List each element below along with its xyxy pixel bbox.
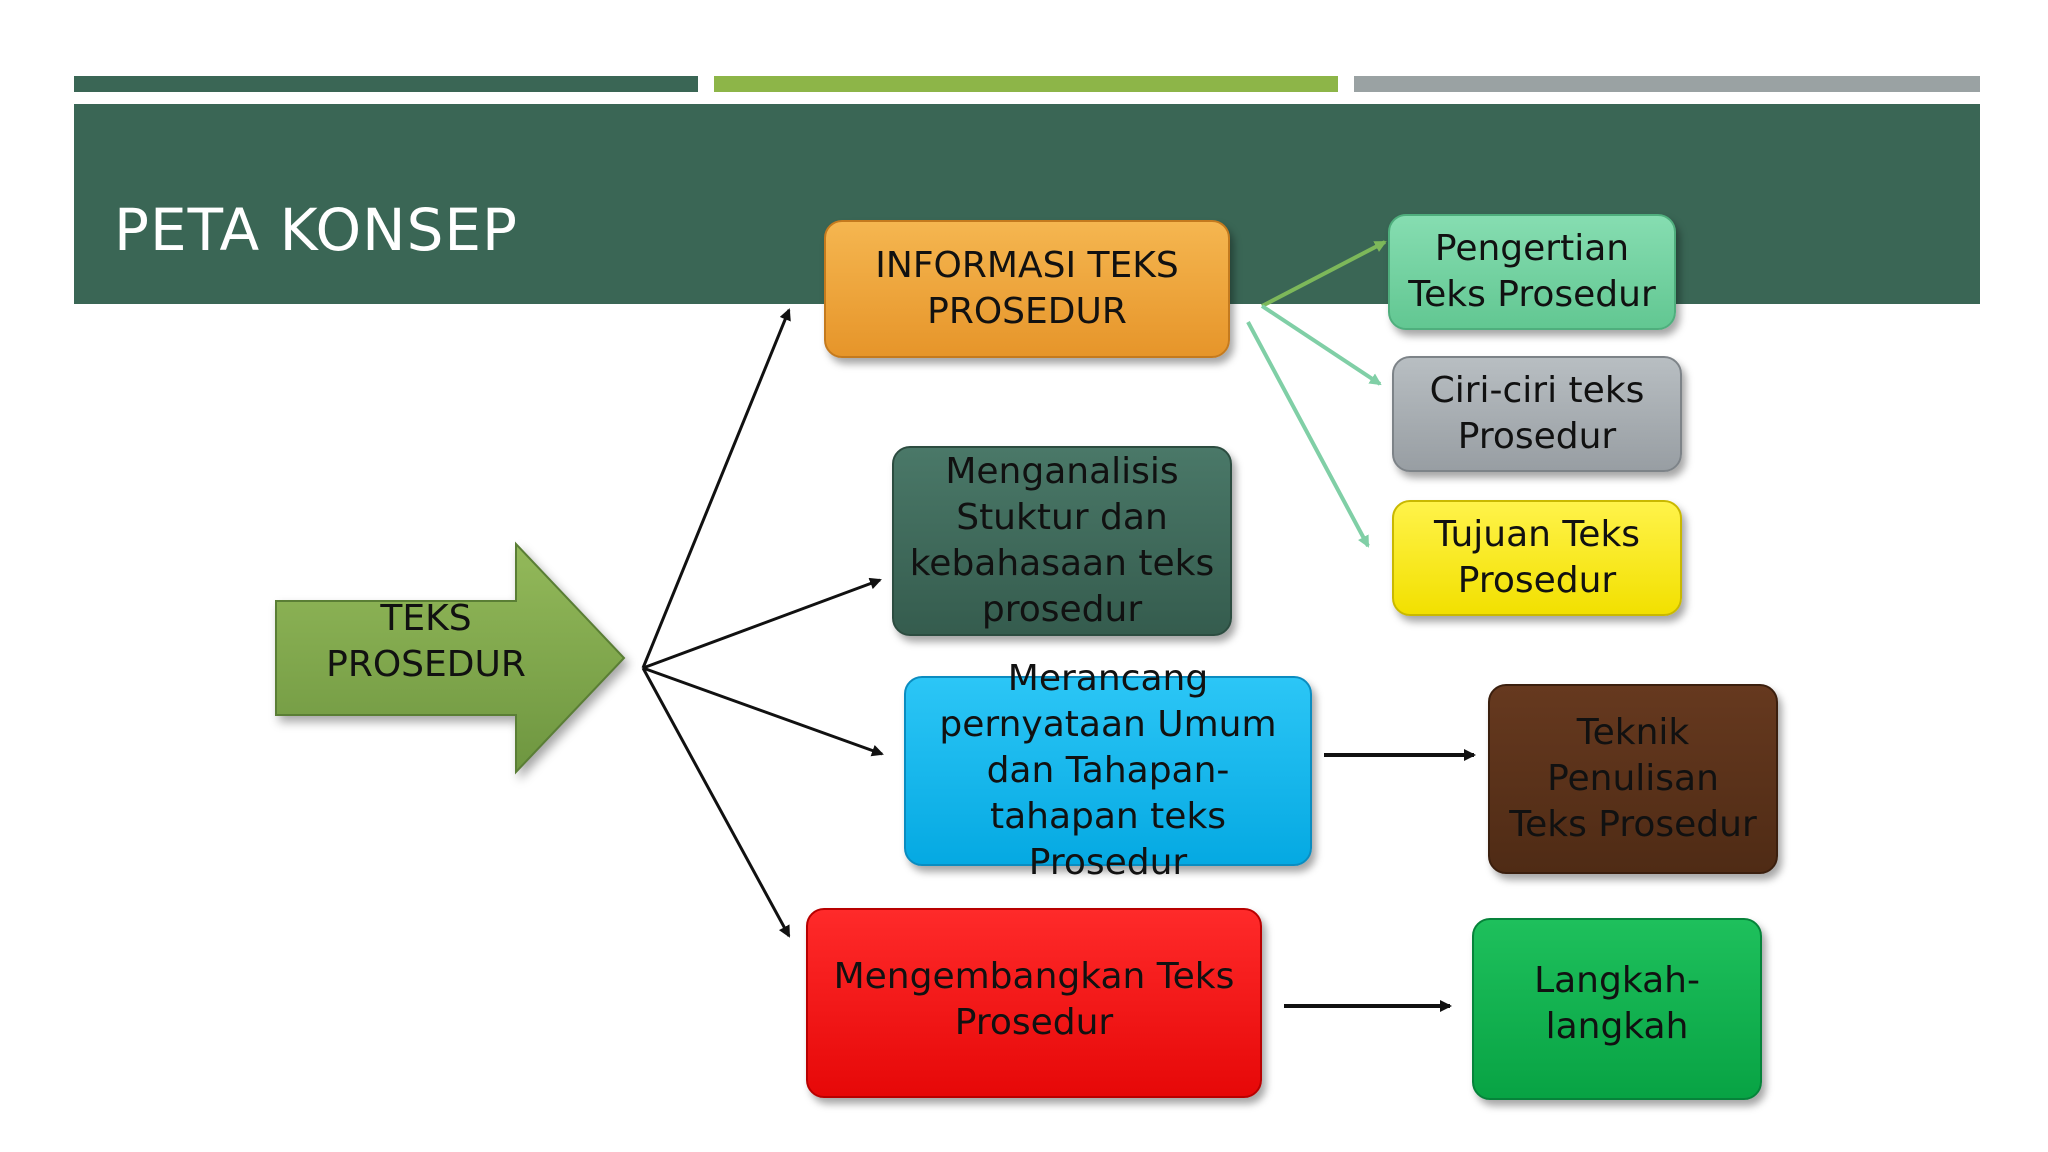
node-pengertian: Pengertian Teks Prosedur (1388, 214, 1676, 330)
node-menganalisis-label: Menganalisis Stuktur dan kebahasaan teks… (909, 451, 1215, 630)
node-tujuan: Tujuan Teks Prosedur (1392, 500, 1682, 616)
top-bar-gray (1354, 76, 1980, 92)
node-langkah: Langkah- langkah (1472, 918, 1762, 1100)
node-mengembangkan: Mengembangkan Teks Prosedur (806, 908, 1262, 1098)
slide-title: PETA KONSEP (114, 196, 519, 264)
node-teknik: Teknik Penulisan Teks Prosedur (1488, 684, 1778, 874)
arrow-root-informasi (641, 308, 791, 669)
node-teknik-label: Teknik Penulisan Teks Prosedur (1509, 712, 1757, 845)
node-informasi-teks-prosedur: INFORMASI TEKS PROSEDUR (824, 220, 1230, 358)
node-merancang: Merancang pernyataan Umum dan Tahapan- t… (904, 658, 1312, 883)
top-bar-dark (74, 76, 698, 92)
arrow-informasi-tujuan (1246, 321, 1370, 548)
node-menganalisis: Menganalisis Stuktur dan kebahasaan teks… (892, 446, 1232, 636)
arrow-informasi-pengertian (1261, 240, 1387, 308)
node-merancang-label: Merancang pernyataan Umum dan Tahapan- t… (939, 658, 1277, 883)
node-informasi-label: INFORMASI TEKS PROSEDUR (875, 245, 1179, 332)
arrow-root-menganalisis (642, 577, 882, 670)
node-mengembangkan-label: Mengembangkan Teks Prosedur (833, 956, 1235, 1043)
root-label: TEKS PROSEDUR (326, 598, 526, 685)
node-pengertian-label: Pengertian Teks Prosedur (1408, 228, 1656, 315)
arrow-root-merancang (642, 666, 884, 757)
arrow-root-mengembangkan (641, 667, 791, 938)
node-langkah-label: Langkah- langkah (1534, 960, 1700, 1047)
arrow-informasi-ciri (1260, 304, 1382, 386)
node-tujuan-label: Tujuan Teks Prosedur (1433, 514, 1641, 601)
node-ciri-ciri: Ciri-ciri teks Prosedur (1392, 356, 1682, 472)
node-ciri-label: Ciri-ciri teks Prosedur (1429, 370, 1645, 457)
top-bar-green (714, 76, 1338, 92)
